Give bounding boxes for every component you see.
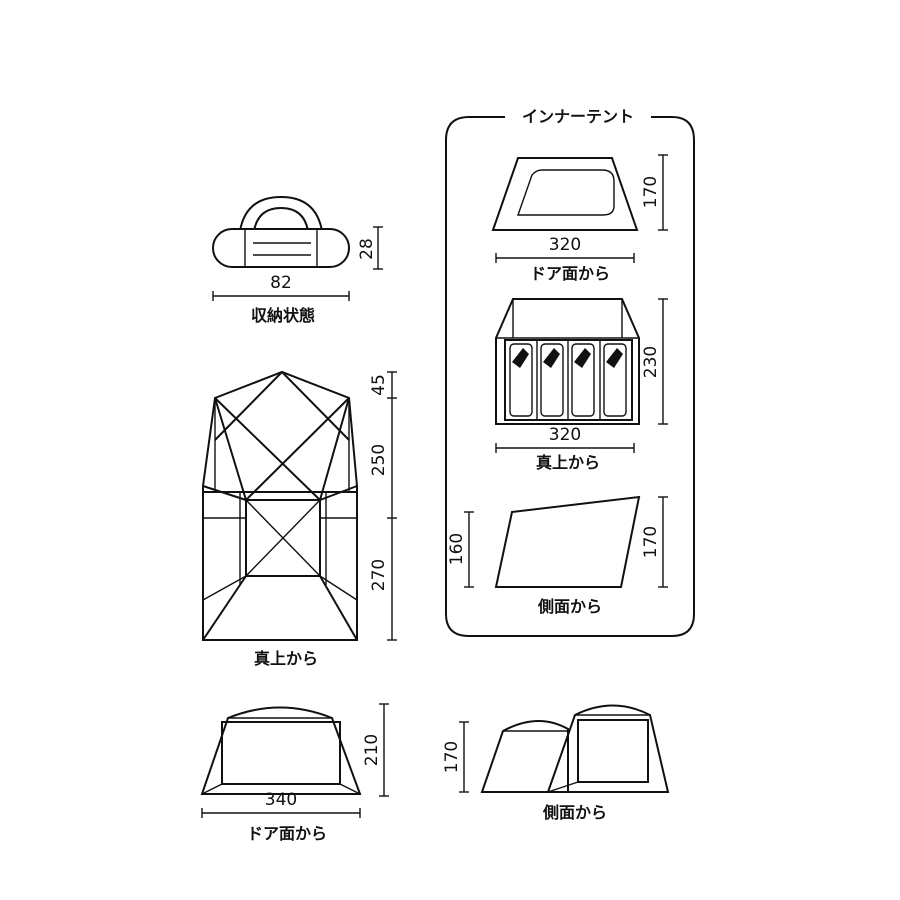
top-view-dim-45: 45	[369, 374, 389, 396]
inner-door-view: 320 ドア面から 170	[491, 154, 668, 283]
storage-height-label: 28	[357, 238, 377, 260]
sleeping-bag-icon	[509, 343, 533, 417]
inner-side-left-height-label: 160	[447, 533, 467, 565]
sleeping-bag-icon	[603, 343, 627, 417]
front-height-label: 210	[362, 734, 382, 766]
side-height-label: 170	[442, 741, 462, 773]
inner-door-caption: ドア面から	[530, 264, 610, 283]
sleeping-bag-icon	[571, 343, 595, 417]
inner-side-view: 160 170 側面から	[447, 495, 668, 616]
side-caption: 側面から	[542, 803, 607, 822]
inner-side-right-height-label: 170	[641, 526, 661, 558]
front-caption: ドア面から	[247, 824, 327, 843]
inner-top-height-label: 230	[641, 346, 661, 378]
inner-top-width-label: 320	[549, 425, 581, 445]
top-view-dim-270: 270	[369, 559, 389, 591]
front-view: 340 ドア面から 210	[200, 703, 389, 843]
side-view: 170 側面から	[442, 704, 670, 822]
inner-tent-title: インナーテント	[522, 107, 634, 126]
inner-top-view: 320 真上から 230	[495, 298, 668, 472]
front-width-label: 340	[265, 790, 297, 810]
inner-side-caption: 側面から	[537, 597, 602, 616]
storage-width-label: 82	[270, 273, 292, 293]
inner-door-width-label: 320	[549, 235, 581, 255]
top-view-caption: 真上から	[254, 649, 318, 668]
storage-bag-view: 82 収納状態 28	[212, 195, 383, 325]
top-view-dim-250: 250	[369, 444, 389, 476]
inner-top-caption: 真上から	[536, 453, 600, 472]
top-view: 45 250 270 真上から	[202, 370, 397, 668]
inner-door-height-label: 170	[641, 176, 661, 208]
storage-caption: 収納状態	[251, 306, 315, 325]
sleeping-bag-icon	[540, 343, 564, 417]
inner-tent-panel: インナーテント 320 ドア面から 170	[445, 107, 695, 637]
